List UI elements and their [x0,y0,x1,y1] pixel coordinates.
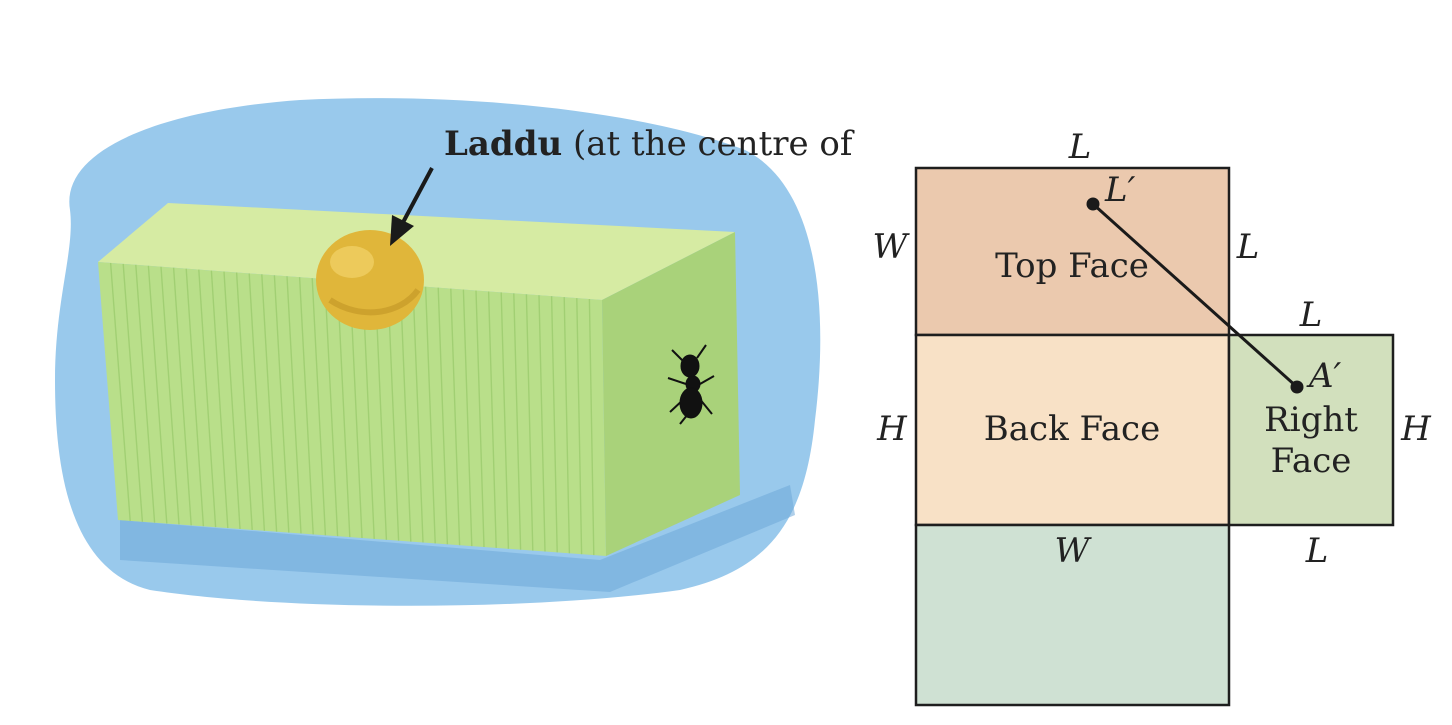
edge-label-top: L [1068,127,1092,167]
net-bottom-face [914,523,1231,707]
edge-label-right-top: L [1299,295,1323,335]
right-face-label-line2: Face [1271,441,1352,481]
box-top-face [98,203,735,300]
edge-label-right-right: H [1400,409,1432,449]
laddu-ball [316,230,424,330]
laddu-callout-rest: (at the centre of [562,124,855,164]
point-start-label: L′ [1104,170,1136,210]
box-shadow [120,485,795,592]
box-illustration: Laddu (at the centre of [55,98,855,606]
top-face-label: Top Face [995,246,1149,286]
net-right-face [1227,333,1395,527]
laddu-callout: Laddu (at the centre of [444,124,855,164]
laddu-callout-bold: Laddu [444,124,562,164]
back-face-label: Back Face [984,409,1160,449]
box-net-diagram [914,166,1395,707]
edge-label-top-left: W [873,227,911,267]
ant-icon [667,344,715,425]
box-side-face [602,232,740,556]
edge-label-bottom-top: W [1055,531,1093,571]
edge-label-right-bottom: L [1305,531,1329,571]
edge-label-back-left: H [876,409,908,449]
box-stripe-texture [109,262,595,556]
edge-label-top-right: L [1236,227,1260,267]
shortest-path-line [1091,202,1299,389]
net-back-face [914,333,1231,527]
point-start-dot [1086,197,1100,211]
callout-arrow [390,167,434,246]
point-end-dot [1290,380,1304,394]
net-top-face [914,166,1231,337]
point-end-label: A′ [1306,356,1342,396]
right-face-label-line1: Right [1264,400,1358,440]
